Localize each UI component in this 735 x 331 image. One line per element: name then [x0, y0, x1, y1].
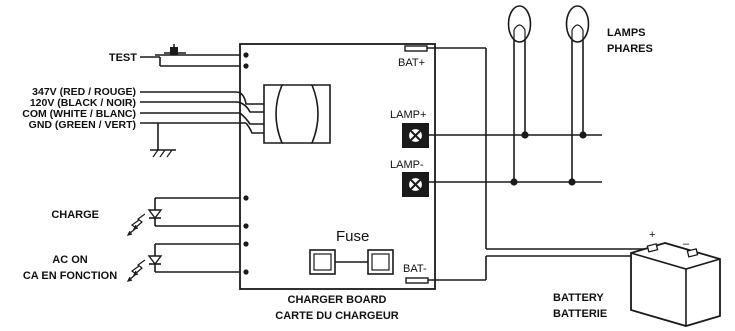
battery-symbol — [630, 242, 721, 327]
lamp-bulb-icon — [507, 5, 532, 43]
wire-label-347v: 347V (RED / ROUGE) — [32, 86, 136, 98]
test-label: TEST — [109, 52, 137, 64]
bat-minus-label: BAT- — [403, 263, 427, 275]
ground-symbol — [150, 149, 176, 158]
lamps-label: LAMPS — [607, 27, 646, 39]
board-terminals — [243, 52, 249, 275]
battery-plus-label: + — [649, 229, 655, 241]
bat-plus-label: BAT+ — [398, 57, 425, 69]
wire-label-gnd: GND (GREEN / VERT) — [29, 119, 136, 131]
transformer-symbol — [263, 84, 331, 144]
board-title-fr: CARTE DU CHARGEUR — [275, 310, 399, 322]
lamp-bulb-icon — [565, 5, 590, 43]
wire-label-120v: 120V (BLACK / NOIR) — [30, 97, 136, 109]
battery-label: BATTERY — [553, 292, 604, 304]
bat-minus-terminal — [405, 277, 429, 284]
ac-on-label-fr: CA EN FONCTION — [23, 270, 117, 282]
lamp-minus-label: LAMP- — [390, 159, 424, 171]
board-title: CHARGER BOARD — [288, 294, 387, 306]
input-wires — [140, 91, 264, 150]
lamp-plus-label: LAMP+ — [390, 109, 426, 121]
lamps-label-fr: PHARES — [607, 43, 653, 55]
fuse-label: Fuse — [336, 228, 369, 245]
test-switch-symbol — [140, 44, 240, 67]
charge-led-symbol — [126, 197, 240, 236]
lamp-plus-terminal — [402, 123, 429, 148]
wire-label-com: COM (WHITE / BLANC) — [22, 108, 136, 120]
ac-on-label: AC ON — [52, 254, 88, 266]
battery-label-fr: BATTERIE — [553, 308, 607, 320]
fuse-symbol — [309, 249, 394, 275]
battery-minus-label: – — [683, 238, 690, 250]
lamp-minus-terminal — [402, 172, 429, 197]
charge-label: CHARGE — [51, 209, 99, 221]
lamp-wires — [429, 40, 602, 186]
bat-plus-terminal — [404, 45, 428, 52]
ac-on-led-symbol — [126, 243, 240, 282]
